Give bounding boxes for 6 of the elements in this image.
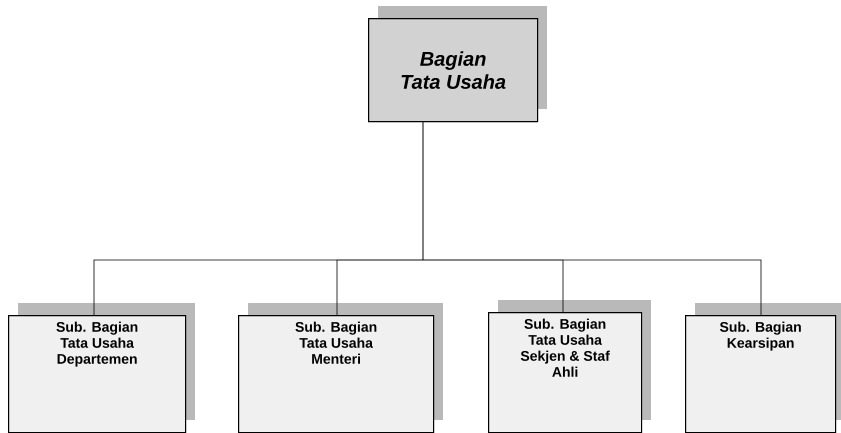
sub-department-box: Sub. Bagian Tata Usaha Menteri (238, 303, 443, 433)
connector-line (422, 122, 762, 316)
sub-department-box: Sub. Bagian Tata Usaha Sekjen & Staf Ahli (488, 300, 651, 433)
sub-department-box: Sub. Bagian Kearsipan (685, 303, 841, 433)
department-box: Bagian Tata Usaha (368, 6, 547, 122)
sub-department-box: Sub. Bagian Tata Usaha Departemen (8, 303, 195, 433)
